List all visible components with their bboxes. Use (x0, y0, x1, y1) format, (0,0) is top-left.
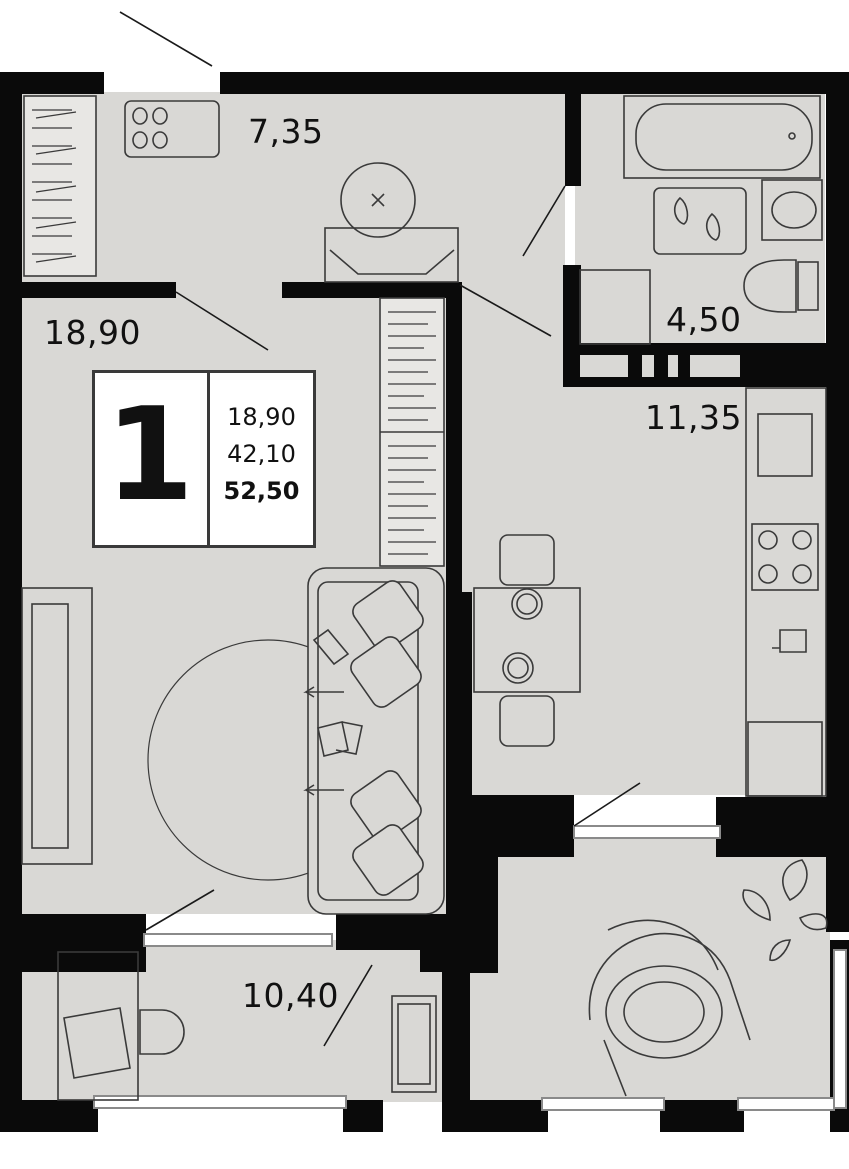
kitchen-floor (460, 355, 826, 795)
vent-openings (580, 355, 740, 377)
wall-hall-living-right (282, 282, 462, 298)
footprints-icon (673, 196, 721, 241)
door-balcony (145, 889, 215, 931)
vent-b (642, 355, 654, 377)
extra-area-value: 42,10 (227, 440, 296, 468)
balcony-desk (57, 951, 139, 1101)
chair-bottom (499, 695, 555, 747)
wall-central-upper (446, 282, 462, 592)
area-legend: 1 18,90 42,10 52,50 (92, 370, 316, 548)
door-loggia (573, 782, 641, 827)
wall-living-bottom-left (0, 914, 146, 972)
area-values: 18,90 42,10 52,50 (210, 399, 313, 510)
fridge (747, 721, 823, 797)
balcony-shelf (391, 995, 437, 1093)
plate-top (511, 588, 543, 620)
remote-icon (312, 628, 350, 666)
wall-loggia-left (470, 855, 498, 973)
wall-left (0, 72, 22, 1132)
stove-icon (751, 523, 819, 591)
wall-kitchen-bottom-left (446, 795, 574, 857)
wall-central-lower (446, 592, 472, 942)
living-area-value: 18,90 (227, 403, 296, 431)
arrow-icon (303, 686, 344, 796)
window-loggia-side (833, 949, 847, 1109)
door-entrance (119, 11, 213, 67)
toilet (743, 259, 797, 313)
bath-mat (653, 187, 747, 255)
book-icon (317, 721, 363, 757)
windows (93, 825, 847, 1111)
wall-bottom-left (0, 1100, 98, 1132)
hangers (32, 109, 77, 263)
tv-icon (31, 603, 69, 849)
chair-top (499, 534, 555, 586)
wall-bottom-right-b (660, 1100, 744, 1132)
wall-top-left (0, 72, 104, 94)
wall-bottom-right-a (470, 1100, 548, 1132)
shoes-icon (132, 107, 168, 149)
wall-bath-left-bottom (563, 265, 581, 345)
cushions (350, 580, 424, 896)
laptop-icon (63, 1007, 131, 1079)
window-balcony-bottom (93, 1095, 347, 1109)
wall-hall-living-left (0, 282, 176, 298)
window-loggia-corner (737, 1097, 835, 1111)
dining-table (473, 587, 581, 693)
x-mark-icon (371, 193, 385, 207)
wall-bottom-mid (343, 1100, 383, 1132)
hall-floor (20, 92, 565, 292)
hall-corridor-floor (460, 280, 570, 360)
vent-c (668, 355, 678, 377)
room-area-hall: 7,35 (248, 112, 324, 151)
loggia-floor (470, 830, 830, 1102)
vent-d (690, 355, 740, 377)
furniture (21, 95, 828, 1101)
window-kitchen (573, 825, 721, 839)
door-swings (119, 11, 641, 1047)
chair-icon (139, 1009, 185, 1055)
wall-top-right (220, 72, 849, 94)
washbasin (761, 179, 823, 241)
room-area-kitchen: 11,35 (645, 398, 742, 437)
vent-a (580, 355, 628, 377)
wall-kitchen-bottom-right (716, 797, 826, 857)
door-balcony-inner (323, 964, 373, 1047)
room-area-living: 18,90 (44, 313, 141, 352)
sink-icon (757, 413, 813, 477)
room-area-balcony: 10,40 (242, 976, 339, 1015)
plate-bottom (502, 652, 534, 684)
hall-round-table (340, 162, 416, 238)
window-living (143, 933, 333, 947)
total-area-value: 52,50 (223, 477, 300, 505)
bath-floor (575, 92, 825, 344)
room-area-bath: 4,50 (666, 300, 742, 339)
walls (0, 72, 849, 1132)
room-count-cell: 1 (95, 373, 210, 545)
shelves (388, 311, 436, 555)
hall-console (324, 227, 459, 283)
door-kitchen (459, 284, 552, 337)
washing-machine (579, 269, 651, 345)
room-count: 1 (105, 381, 195, 530)
kettle-icon (772, 629, 807, 653)
door-living (175, 291, 269, 351)
plant-icon (742, 859, 828, 962)
sofa (307, 567, 445, 915)
wall-balcony-divider (442, 940, 470, 1132)
door-bath (522, 185, 566, 257)
hall-wardrobe (23, 95, 97, 277)
shoe-mat (124, 100, 220, 158)
wall-bath-left-top (565, 92, 581, 186)
bathtub (623, 95, 821, 179)
hanging-chair (588, 919, 751, 1097)
window-loggia-bottom (541, 1097, 665, 1111)
wall-right (826, 72, 849, 932)
tv-stand (21, 587, 93, 865)
